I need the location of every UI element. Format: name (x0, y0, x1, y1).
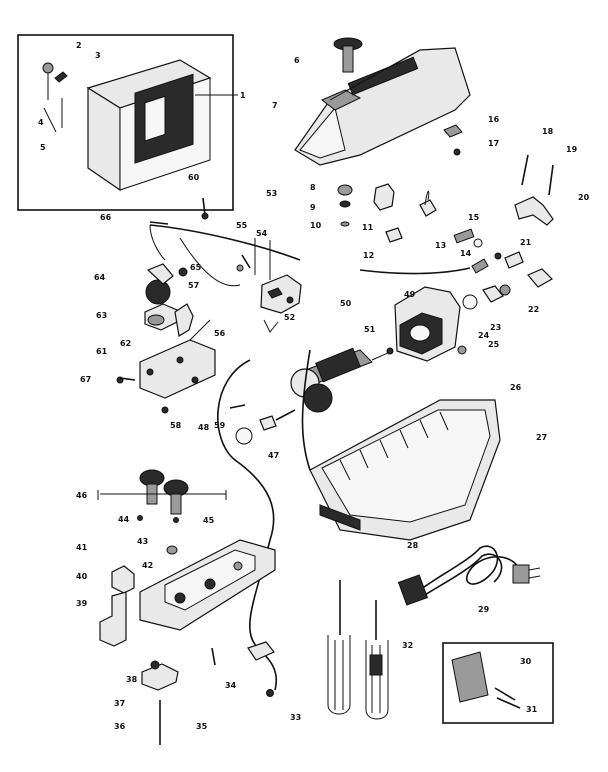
callout-40: 40 (76, 572, 88, 581)
callout-14: 14 (460, 249, 472, 258)
callout-49: 49 (404, 290, 416, 299)
callout-21: 21 (520, 238, 532, 247)
callout-62: 62 (120, 339, 131, 348)
callout-48: 48 (198, 423, 210, 432)
inset-box-accessory (442, 642, 554, 724)
callout-59: 59 (214, 421, 226, 430)
callout-24: 24 (478, 331, 490, 340)
callout-66: 66 (100, 213, 112, 222)
callout-12: 12 (363, 251, 374, 260)
callout-23: 23 (490, 323, 501, 332)
callout-58: 58 (170, 421, 182, 430)
callout-25: 25 (488, 340, 500, 349)
callout-64: 64 (94, 273, 106, 282)
armature-part (290, 347, 394, 413)
callout-26: 26 (510, 383, 522, 392)
top-housing-part (294, 37, 471, 166)
callout-22: 22 (528, 305, 539, 314)
callout-10: 10 (310, 221, 322, 230)
callout-labels: 1 2 3 4 5 6 7 8 9 10 11 12 13 14 15 16 1… (38, 41, 590, 731)
bottom-shell-part (309, 399, 501, 541)
bracket-parts (99, 565, 216, 745)
callout-31: 31 (526, 705, 538, 714)
callout-29: 29 (478, 605, 490, 614)
callout-52: 52 (284, 313, 295, 322)
callout-4: 4 (38, 118, 44, 127)
callout-61: 61 (96, 347, 108, 356)
callout-15: 15 (468, 213, 480, 222)
callout-37: 37 (114, 699, 125, 708)
speed-control-parts (144, 224, 194, 337)
callout-46: 46 (76, 491, 88, 500)
callout-45: 45 (203, 516, 215, 525)
left-screws (119, 197, 251, 381)
callout-60: 60 (188, 173, 200, 182)
callout-63: 63 (96, 311, 107, 320)
callout-65: 65 (190, 263, 202, 272)
gear-housing-part (139, 539, 276, 631)
callout-13: 13 (435, 241, 446, 250)
callout-38: 38 (126, 675, 138, 684)
callout-57: 57 (188, 281, 199, 290)
callout-47: 47 (268, 451, 279, 460)
brush-parts (419, 190, 504, 310)
callout-5: 5 (40, 143, 46, 152)
motor-field-part (394, 286, 467, 362)
callout-54: 54 (256, 229, 268, 238)
callout-50: 50 (340, 299, 352, 308)
switch-parts (337, 124, 463, 243)
callout-32: 32 (402, 641, 413, 650)
callout-20: 20 (578, 193, 590, 202)
callout-28: 28 (407, 541, 419, 550)
callout-43: 43 (137, 537, 148, 546)
callout-36: 36 (114, 722, 126, 731)
callout-51: 51 (364, 325, 376, 334)
callout-41: 41 (76, 543, 88, 552)
inset-box-manual (17, 34, 238, 211)
callout-18: 18 (542, 127, 554, 136)
cord-clamp-part (247, 641, 275, 697)
callout-39: 39 (76, 599, 88, 608)
callout-42: 42 (142, 561, 153, 570)
center-small-parts (229, 404, 296, 445)
callout-35: 35 (196, 722, 208, 731)
callout-2: 2 (76, 41, 82, 50)
power-cord-part (397, 545, 541, 606)
callout-11: 11 (362, 223, 374, 232)
callout-1: 1 (240, 91, 246, 100)
callout-34: 34 (225, 681, 237, 690)
callout-67: 67 (80, 375, 91, 384)
right-screws (499, 154, 554, 296)
governor-parts (236, 238, 302, 333)
callout-30: 30 (520, 657, 532, 666)
callout-19: 19 (566, 145, 578, 154)
callout-6: 6 (294, 56, 300, 65)
switch-plate-part (116, 319, 216, 414)
callout-33: 33 (290, 713, 301, 722)
callout-56: 56 (214, 329, 226, 338)
callout-9: 9 (310, 203, 316, 212)
beaters-part (327, 580, 389, 720)
callout-27: 27 (536, 433, 547, 442)
callout-3: 3 (95, 51, 101, 60)
gear-knobs-part (97, 469, 227, 523)
callout-17: 17 (488, 139, 499, 148)
callout-8: 8 (310, 183, 316, 192)
callout-53: 53 (266, 189, 277, 198)
callout-55: 55 (236, 221, 248, 230)
callout-44: 44 (118, 515, 130, 524)
wiring (149, 224, 471, 691)
callout-7: 7 (272, 101, 278, 110)
callout-16: 16 (488, 115, 500, 124)
